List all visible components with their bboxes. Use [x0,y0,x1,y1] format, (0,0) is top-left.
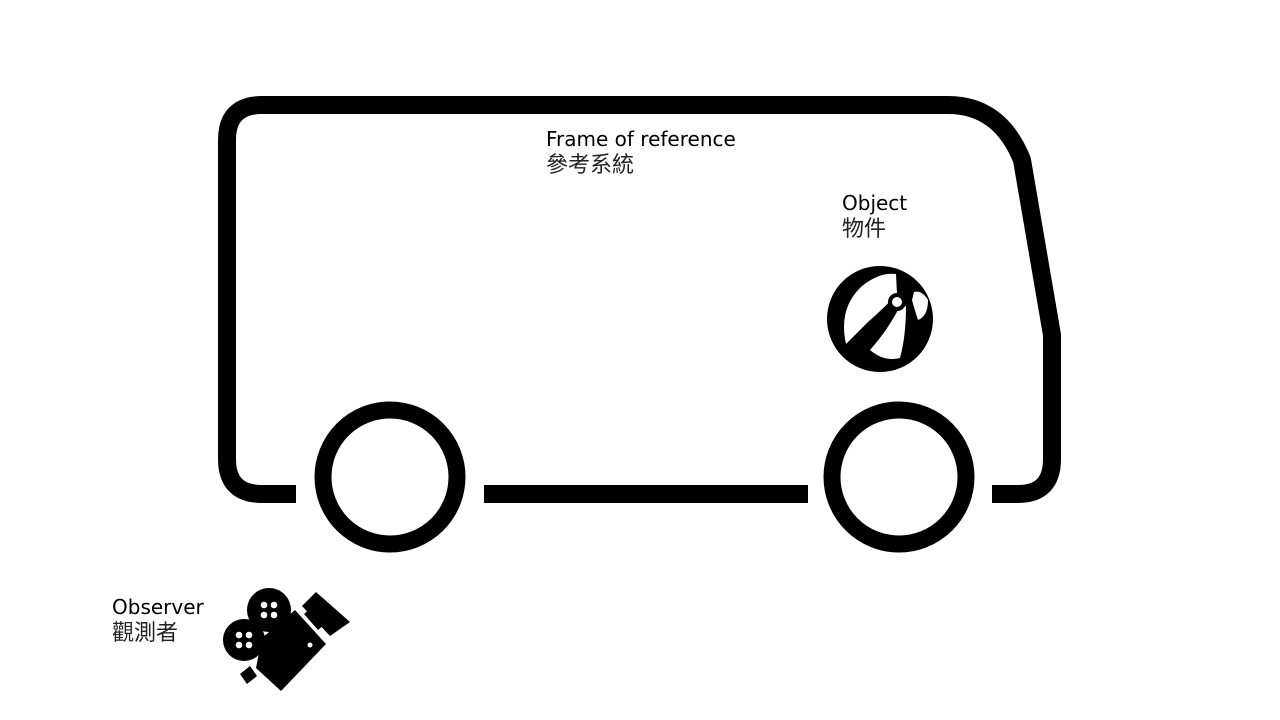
frame-label-en: Frame of reference [546,127,736,151]
front-wheel [823,401,975,553]
frame-label-zh: 參考系統 [546,153,635,178]
frame-of-reference-label: Frame of reference 參考系統 [546,127,736,180]
object-label: Object 物件 [842,191,907,244]
observer-label-en: Observer [112,595,204,619]
van-outline-icon [218,96,1061,503]
observer-label-zh: 觀測者 [112,621,179,646]
object-label-zh: 物件 [842,217,887,242]
object-label-en: Object [842,191,908,215]
van-body [218,96,1061,503]
observer-label: Observer 觀測者 [112,595,204,648]
movie-camera-icon [223,588,350,691]
rear-wheel [314,401,466,553]
beach-ball-icon [827,266,933,372]
